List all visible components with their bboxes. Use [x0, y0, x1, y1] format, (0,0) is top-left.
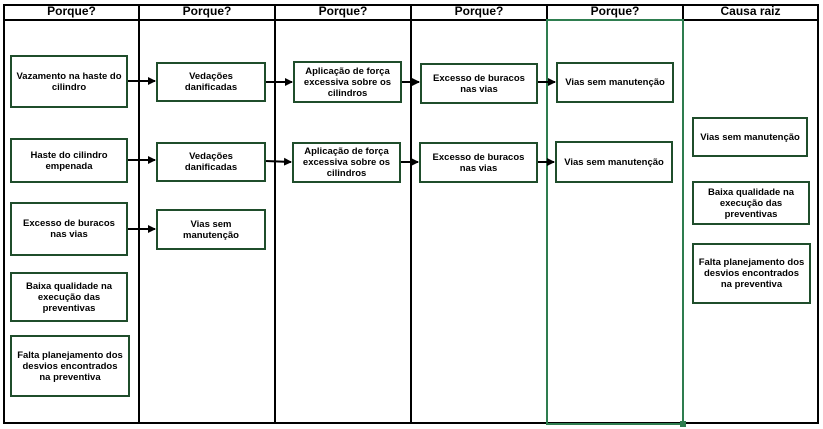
arrow-row2-c2-c3 [265, 157, 292, 166]
why2-box-3: Vias sem manutenção [156, 209, 266, 250]
cause-box-3: Excesso de buracos nas vias [10, 202, 128, 256]
column-divider-3 [410, 4, 412, 424]
cause-box-1: Vazamento na haste do cilindro [10, 55, 128, 108]
why2-box-2: Vedações danificadas [156, 142, 266, 182]
cause-box-2: Haste do cilindro empenada [10, 138, 128, 183]
column-header-why-2: Porque? [182, 4, 232, 18]
why3-box-1: Aplicação de força excessiva sobre os ci… [293, 61, 402, 103]
why5-box-1: Vias sem manutenção [556, 62, 674, 103]
column-divider-2 [274, 4, 276, 424]
why2-box-1: Vedações danificadas [156, 62, 266, 102]
why4-box-2: Excesso de buracos nas vias [419, 142, 538, 183]
column-header-why-3: Porque? [318, 4, 368, 18]
column-divider-1 [138, 4, 140, 424]
root-cause-box-3: Falta planejamento dos desvios encontrad… [692, 243, 811, 304]
root-cause-box-2: Baixa qualidade na execução das preventi… [692, 181, 810, 225]
why5-box-2: Vias sem manutenção [555, 141, 673, 183]
column-header-why-4: Porque? [454, 4, 504, 18]
root-cause-box-1: Vias sem manutenção [692, 117, 808, 157]
column-header-why-1: Porque? [47, 4, 96, 18]
cause-box-5: Falta planejamento dos desvios encontrad… [10, 335, 130, 397]
column-header-root-cause: Causa raiz [720, 4, 781, 18]
cause-box-4: Baixa qualidade na execução das preventi… [10, 272, 128, 322]
why3-box-2: Aplicação de força excessiva sobre os ci… [292, 142, 401, 183]
column-header-why-5: Porque? [590, 4, 640, 18]
selection-handle[interactable] [680, 421, 686, 427]
why4-box-1: Excesso de buracos nas vias [420, 63, 538, 104]
